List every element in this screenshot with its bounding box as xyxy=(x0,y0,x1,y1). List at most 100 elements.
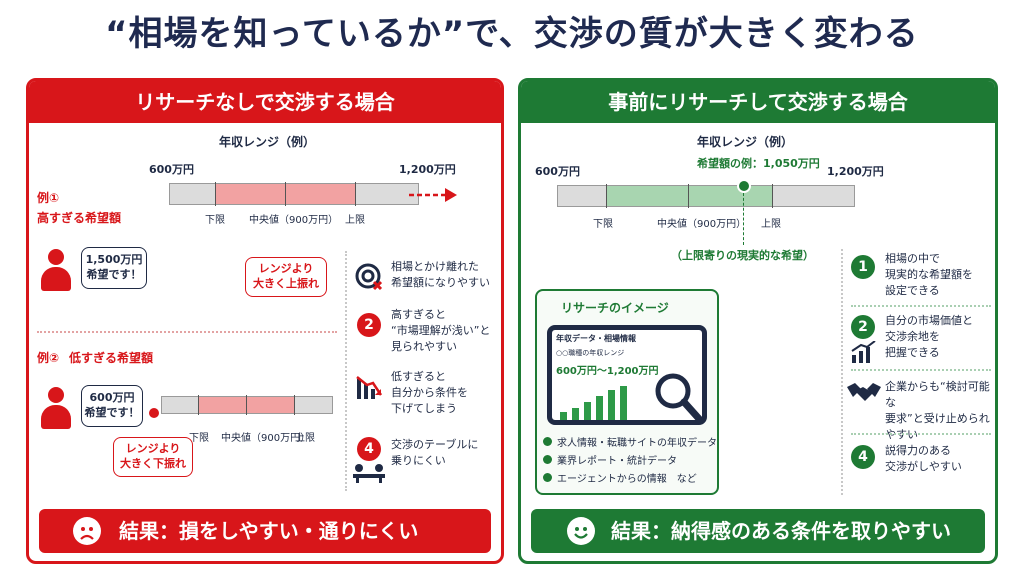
point-1: 相場とかけ離れた 希望額になりやすい xyxy=(391,259,490,291)
point-divider xyxy=(851,433,991,435)
point-line: 相場とかけ離れた xyxy=(391,260,479,273)
point-line: 交渉のテーブルに xyxy=(391,438,479,451)
right-result-text: 結果：納得感のある条件を取りやすい xyxy=(611,519,951,543)
example1-title: 高すぎる希望額 xyxy=(37,211,122,225)
overshoot-arrow-icon xyxy=(409,188,457,202)
point-divider xyxy=(851,369,991,371)
point-line: 把握できる xyxy=(885,346,940,359)
example2-label: 例② xyxy=(37,351,60,365)
lower-label: 下限 xyxy=(205,215,225,226)
note-line2: 大きく下振れ xyxy=(120,457,186,470)
example-divider xyxy=(37,331,337,333)
example1-bubble: 1,500万円 希望です！ xyxy=(81,247,147,289)
point-3: 低すぎると 自分から条件を 下げてしまう xyxy=(391,369,468,417)
page-title: “相場を知っているか”で、交渉の質が大きく変わる xyxy=(105,14,919,54)
note-line1: レンジより xyxy=(125,442,181,455)
point-line: 低すぎると xyxy=(391,370,446,383)
upper-label: 上限 xyxy=(345,215,365,226)
target-marker-dot xyxy=(737,179,751,193)
left-result-text: 結果：損をしやすい・通りにくい xyxy=(119,519,419,543)
point-4: 説得力のある 交渉がしやすい xyxy=(885,443,962,475)
tablet-title: 年収データ・相場情報 xyxy=(556,334,636,343)
magnifier-icon xyxy=(655,373,705,425)
number-badge-4: 4 xyxy=(357,437,381,461)
point-line: 見られやすい xyxy=(391,340,457,353)
range-segment xyxy=(606,186,772,206)
point-line: 交渉がしやすい xyxy=(885,460,962,473)
point-3: 企業からも“検討可能な 要求”と受け止められ やすい xyxy=(885,379,995,443)
salary-range-bar xyxy=(557,184,855,208)
mid-tick xyxy=(285,182,286,206)
salary-range-bar xyxy=(169,182,419,206)
lower-label: 下限 xyxy=(593,219,613,230)
chart-down-icon xyxy=(356,376,383,399)
source-2: 業界レポート・統計データ xyxy=(557,456,677,467)
point-line: 要求”と受け止められ xyxy=(885,412,990,425)
min-label: 600万円 xyxy=(535,165,580,178)
bubble-amount: 1,500万円 xyxy=(85,253,143,266)
upper-tick xyxy=(355,182,356,206)
no-research-panel: リサーチなしで交渉する場合 年収レンジ（例） 600万円 1,200万円 下限 … xyxy=(26,78,504,564)
happy-face-icon xyxy=(567,517,595,545)
range-title: 年収レンジ（例） xyxy=(219,135,316,149)
person-icon xyxy=(41,387,71,431)
upper-tick xyxy=(772,184,773,208)
meeting-table-icon xyxy=(353,464,385,483)
above-range-note: レンジより 大きく上振れ xyxy=(245,257,327,297)
bar-chart-icon xyxy=(560,386,627,420)
upper-label: 上限 xyxy=(761,219,781,230)
sad-face-icon xyxy=(73,517,101,545)
point-line: 説得力のある xyxy=(885,444,951,457)
min-label: 600万円 xyxy=(149,163,194,176)
mid-label: 中央値（900万円） xyxy=(221,433,311,444)
source-1: 求人情報・転職サイトの年収データ xyxy=(557,438,717,449)
number-badge-2: 2 xyxy=(851,315,875,339)
tablet-range: 600万円〜1,200万円 xyxy=(556,366,659,377)
example2-title: 低すぎる希望額 xyxy=(69,351,154,365)
point-line: 企業からも“検討可能な xyxy=(885,380,990,409)
upper-label: 上限 xyxy=(295,433,315,444)
example1-label: 例① xyxy=(37,191,60,205)
salary-range-bar-small xyxy=(161,395,333,415)
image-title: リサーチのイメージ xyxy=(561,301,669,315)
point-line: 下げてしまう xyxy=(391,402,457,415)
right-result-bar: 結果：納得感のある条件を取りやすい xyxy=(531,509,985,553)
lower-tick xyxy=(215,182,216,206)
upper-tick xyxy=(294,395,295,415)
number-badge-1: 1 xyxy=(851,255,875,279)
lower-tick xyxy=(198,395,199,415)
point-line: 交渉余地を xyxy=(885,330,940,343)
point-divider xyxy=(851,305,991,307)
range-title: 年収レンジ（例） xyxy=(697,135,794,149)
no-research-header: リサーチなしで交渉する場合 xyxy=(29,81,501,123)
number-badge-2: 2 xyxy=(357,313,381,337)
bullet-dot xyxy=(543,455,552,464)
bullet-dot xyxy=(543,473,552,482)
point-line: 自分から条件を xyxy=(391,386,468,399)
column-divider xyxy=(841,249,843,495)
research-header: 事前にリサーチして交渉する場合 xyxy=(521,81,995,123)
realistic-note: （上限寄りの現実的な希望） xyxy=(671,249,814,262)
mid-tick xyxy=(246,395,247,415)
note-line1: レンジより xyxy=(258,262,314,275)
target-miss-icon xyxy=(355,263,383,291)
handshake-icon xyxy=(847,383,881,401)
bullet-dot xyxy=(543,437,552,446)
point-1: 相場の中で 現実的な希望額を 設定できる xyxy=(885,251,973,299)
low-marker-dot xyxy=(149,408,159,418)
source-3: エージェントからの情報 など xyxy=(557,474,697,485)
note-line2: 大きく上振れ xyxy=(253,277,319,290)
bubble-amount: 600万円 xyxy=(89,391,135,404)
point-2: 高すぎると “市場理解が浅い”と 見られやすい xyxy=(391,307,490,355)
point-line: 高すぎると xyxy=(391,308,446,321)
person-icon xyxy=(41,249,71,293)
column-divider xyxy=(345,251,347,491)
left-result-bar: 結果：損をしやすい・通りにくい xyxy=(39,509,491,553)
research-image-box: リサーチのイメージ 年収データ・相場情報 ○○職種の年収レンジ 600万円〜1,… xyxy=(535,289,719,495)
point-2: 自分の市場価値と 交渉余地を 把握できる xyxy=(885,313,973,361)
point-line: “市場理解が浅い”と xyxy=(391,324,491,337)
mid-label: 中央値（900万円） xyxy=(249,215,339,226)
example2-bubble: 600万円 希望です！ xyxy=(81,385,143,427)
max-label: 1,200万円 xyxy=(399,163,456,176)
point-line: 乗りにくい xyxy=(391,454,446,467)
